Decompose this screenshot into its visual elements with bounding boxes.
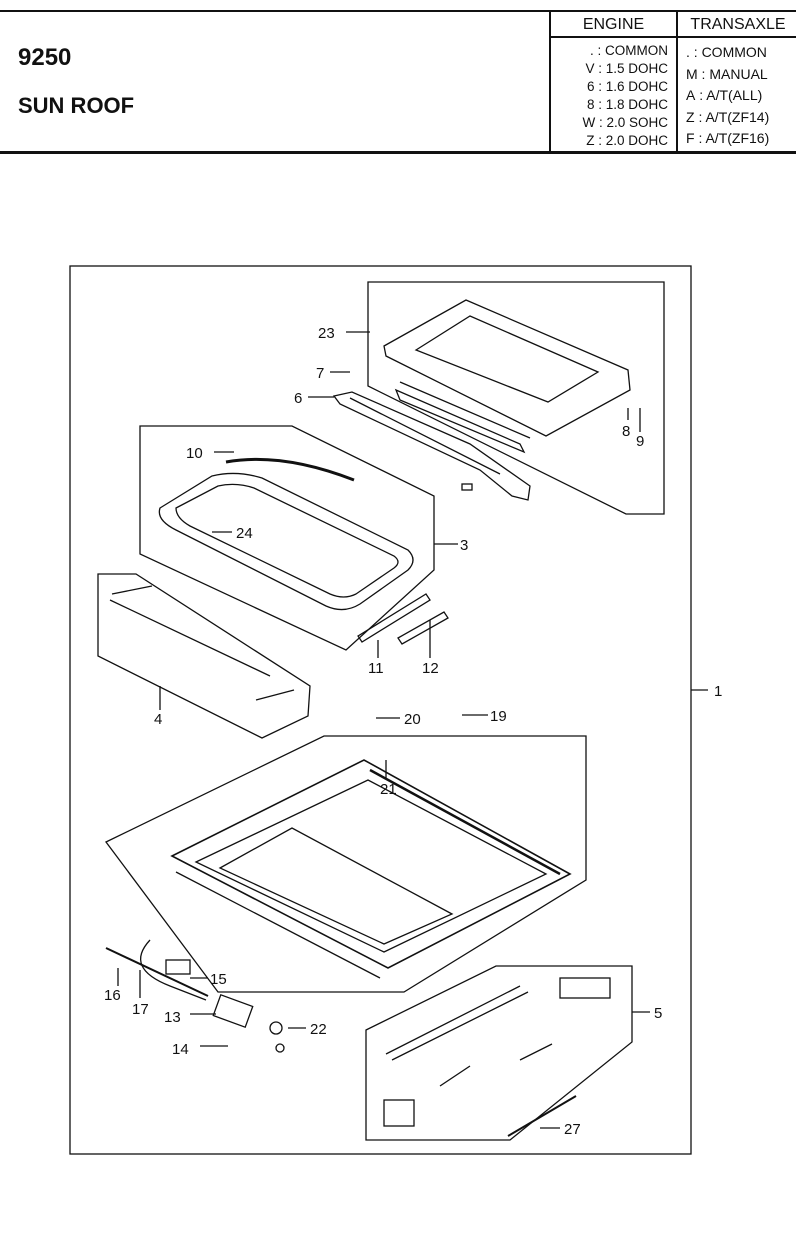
- engine-legend-list: . : COMMON V : 1.5 DOHC 6 : 1.6 DOHC 8 :…: [551, 38, 676, 150]
- transaxle-legend-row: . : COMMON: [686, 44, 767, 60]
- transaxle-legend-row: A : A/T(ALL): [686, 87, 763, 103]
- transaxle-legend-row: F : A/T(ZF16): [686, 130, 770, 146]
- part-name: SUN ROOF: [18, 93, 135, 118]
- leader-lines: [117, 331, 708, 1129]
- callout-1: 1: [714, 683, 722, 700]
- callout-12: 12: [422, 660, 439, 677]
- callout-9: 9: [636, 433, 644, 450]
- engine-legend-row: W : 2.0 SOHC: [582, 115, 668, 130]
- callout-6: 6: [294, 390, 302, 407]
- transaxle-legend: TRANSAXLE . : COMMON M : MANUAL A : A/T(…: [676, 12, 796, 151]
- callout-11: 11: [368, 660, 384, 677]
- engine-legend-title: ENGINE: [551, 12, 676, 38]
- glass-group-3-outline: [139, 425, 435, 651]
- callout-27: 27: [564, 1121, 581, 1138]
- callout-3: 3: [460, 537, 468, 554]
- callout-19: 19: [490, 708, 507, 725]
- engine-legend-row: 8 : 1.8 DOHC: [586, 97, 668, 112]
- mechanism-group-5-outline: [365, 965, 633, 1141]
- transaxle-legend-list: . : COMMON M : MANUAL A : A/T(ALL) Z : A…: [678, 38, 796, 150]
- callout-7: 7: [316, 365, 324, 382]
- engine-legend: ENGINE . : COMMON V : 1.5 DOHC 6 : 1.6 D…: [549, 12, 676, 151]
- main-frame-outline: [105, 735, 587, 993]
- callout-16: 16: [104, 987, 121, 1004]
- engine-legend-row: . : COMMON: [589, 43, 668, 58]
- callout-24: 24: [236, 525, 253, 542]
- deflector-rail-part: [332, 391, 531, 501]
- callout-10: 10: [186, 445, 203, 462]
- callout-21: 21: [380, 781, 397, 798]
- engine-legend-row: V : 1.5 DOHC: [585, 61, 668, 76]
- header-top-rule: [0, 10, 796, 12]
- callout-4: 4: [154, 711, 162, 728]
- glass-panel-part: [158, 457, 414, 611]
- part-number: 9250: [18, 44, 72, 71]
- guide-rails-11-12: [357, 593, 449, 645]
- callout-13: 13: [164, 1009, 181, 1026]
- clip-22-part: [269, 1021, 285, 1053]
- engine-legend-row: 6 : 1.6 DOHC: [586, 79, 668, 94]
- header-bottom-rule: [0, 151, 796, 154]
- diagram-outer-frame: [69, 265, 692, 1155]
- sunroof-frame-part: [170, 759, 572, 979]
- callout-17: 17: [132, 1001, 149, 1018]
- sunshade-group-4-outline: [97, 573, 311, 739]
- transaxle-legend-row: M : MANUAL: [686, 65, 768, 82]
- sunshade-rod-part: [109, 585, 295, 701]
- motor-13-part: [212, 994, 254, 1028]
- engine-legend-row: Z : 2.0 DOHC: [586, 133, 668, 148]
- mechanism-parts: [383, 977, 611, 1137]
- callout-14: 14: [172, 1041, 189, 1058]
- callout-20: 20: [404, 711, 421, 728]
- panel-23-group-outline: [367, 281, 665, 515]
- transaxle-legend-row: Z : A/T(ZF14): [686, 108, 770, 125]
- drain-hoses-16-17: [105, 939, 209, 1001]
- callout-5: 5: [654, 1005, 662, 1022]
- relay-15-part: [165, 959, 191, 975]
- callout-8: 8: [622, 423, 630, 440]
- callout-23: 23: [318, 325, 335, 342]
- callout-15: 15: [210, 971, 227, 988]
- callout-labels: 1 3 4 5 6 7 8 9 10 11 12 13 14 15 16 17 …: [104, 325, 722, 1138]
- transaxle-legend-title: TRANSAXLE: [678, 12, 796, 38]
- callout-22: 22: [310, 1021, 327, 1038]
- rear-panel-part: [383, 299, 631, 454]
